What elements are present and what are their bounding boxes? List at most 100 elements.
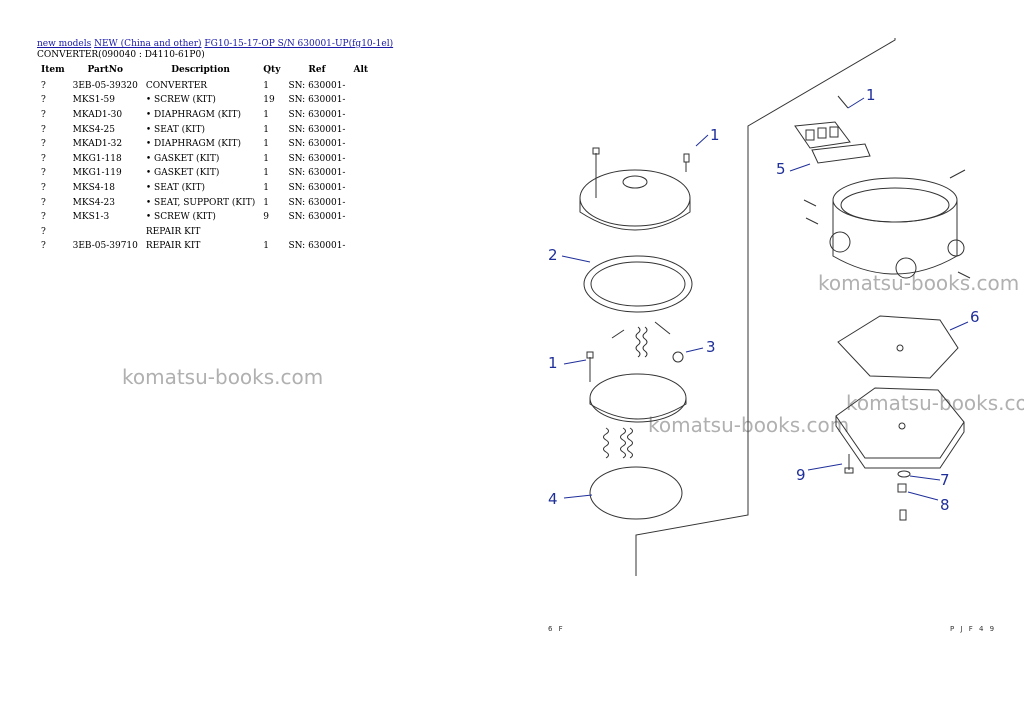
- breadcrumb: new models NEW (China and other) FG10-15…: [37, 39, 517, 50]
- table-cell-qty: 1: [263, 124, 269, 135]
- callout-1b: 1: [866, 86, 876, 104]
- table-cell-qty: 1: [263, 109, 269, 120]
- table-cell-ref: SN: 630001-: [288, 241, 346, 252]
- table-cell-ref: SN: 630001-: [288, 168, 346, 179]
- callout-5: 5: [776, 160, 786, 178]
- table-cell-desc: • DIAPHRAGM (KIT): [145, 109, 242, 120]
- callout-6: 6: [970, 308, 980, 326]
- table-cell-item: ?: [41, 241, 46, 252]
- parts-list-panel: new models NEW (China and other) FG10-15…: [37, 39, 517, 254]
- table-cell-desc: • GASKET (KIT): [145, 153, 220, 164]
- table-cell-item: ?: [41, 212, 46, 223]
- diaphragm-part: [586, 351, 687, 423]
- table-cell-alt: [349, 225, 372, 240]
- table-cell-item: ?: [41, 95, 46, 106]
- lower-spring-parts: [603, 427, 633, 459]
- table-cell-ref: SN: 630001-: [288, 95, 346, 106]
- lower-diaphragm-part: [589, 466, 683, 520]
- table-cell-alt: [349, 240, 372, 255]
- callout-4: 4: [548, 490, 558, 508]
- table-cell-alt: [349, 79, 372, 94]
- table-cell-qty: 9: [263, 212, 269, 223]
- table-cell-desc: REPAIR KIT: [145, 241, 201, 252]
- table-cell-desc: • SCREW (KIT): [145, 95, 216, 106]
- table-cell-alt: [349, 108, 372, 123]
- parts-table: Item PartNo Description Qty Ref Alt ? 3EB…: [37, 65, 372, 254]
- table-row: ?REPAIR KIT: [37, 225, 372, 240]
- breadcrumb-link-model[interactable]: FG10-15-17-OP S/N 630001-UP(fg10-1el): [204, 39, 394, 49]
- table-cell-item: ?: [41, 109, 46, 120]
- table-cell-qty: 1: [263, 182, 269, 193]
- table-cell-desc: CONVERTER: [145, 80, 208, 91]
- watermark-text: komatsu-books.com: [818, 271, 1020, 295]
- table-cell-ref: SN: 630001-: [288, 80, 346, 91]
- table-cell-item: ?: [41, 139, 46, 150]
- table-cell-desc: • DIAPHRAGM (KIT): [145, 139, 242, 150]
- header-alt: Alt: [353, 65, 369, 75]
- table-cell-item: ?: [41, 153, 46, 164]
- table-cell-desc: • SCREW (KIT): [145, 212, 216, 223]
- small-fittings: [844, 454, 911, 521]
- table-cell-part: MKS1-3: [72, 212, 110, 223]
- table-cell-alt: [349, 167, 372, 182]
- table-cell-desc: • SEAT, SUPPORT (KIT): [145, 197, 256, 208]
- table-cell-part: MKS4-18: [72, 182, 115, 193]
- table-cell-ref: SN: 630001-: [288, 109, 346, 120]
- table-cell-qty: [259, 225, 284, 240]
- breadcrumb-link-china[interactable]: NEW (China and other): [94, 39, 202, 49]
- table-cell-part: MKG1-119: [72, 168, 122, 179]
- header-partno: PartNo: [87, 65, 124, 75]
- watermark-text: komatsu-books.com: [648, 413, 850, 437]
- table-cell-desc: REPAIR KIT: [145, 226, 201, 237]
- table-cell-part: MKS4-23: [72, 197, 115, 208]
- table-cell-qty: 1: [263, 197, 269, 208]
- table-cell-part: 3EB-05-39320: [72, 80, 138, 91]
- table-cell-qty: 1: [263, 80, 269, 91]
- table-cell-part: MKAD1-30: [72, 109, 123, 120]
- callout-1a: 1: [710, 126, 720, 144]
- exploded-parts-diagram: 1 1 2 1 3 4 5 6 7 8 9: [548, 38, 980, 576]
- header-qty: Qty: [263, 65, 281, 75]
- callout-labels: 1 1 2 1 3 4 5 6 7 8 9: [548, 86, 980, 514]
- watermark-text: komatsu-books.com: [846, 391, 1024, 415]
- table-cell-alt: [349, 123, 372, 138]
- watermark-text: komatsu-books.com: [122, 365, 324, 389]
- converter-body: [794, 95, 971, 279]
- table-row: ? MKAD1-30 • DIAPHRAGM (KIT) 1 SN: 630001-: [37, 108, 372, 123]
- table-cell-alt: [349, 152, 372, 167]
- header-item: Item: [41, 65, 65, 75]
- callout-leaders: [561, 97, 969, 501]
- table-cell-ref: SN: 630001-: [288, 212, 346, 223]
- table-cell-item: ?: [41, 124, 46, 135]
- callout-8: 8: [940, 496, 950, 514]
- callout-3: 3: [706, 338, 716, 356]
- spring-parts: [611, 321, 684, 363]
- header-ref: Ref: [308, 65, 326, 75]
- table-cell-part: [69, 225, 142, 240]
- table-cell-part: MKAD1-32: [72, 139, 123, 150]
- section-title: CONVERTER(090040 : D4110-61P0): [37, 50, 205, 60]
- table-cell-qty: 19: [263, 95, 275, 106]
- callout-2: 2: [548, 246, 558, 264]
- table-header-row: Item PartNo Description Qty Ref Alt: [37, 65, 372, 79]
- table-cell-item: ?: [41, 182, 46, 193]
- callout-1c: 1: [548, 354, 558, 372]
- table-cell-qty: 1: [263, 168, 269, 179]
- table-cell-desc: • SEAT (KIT): [145, 124, 205, 135]
- table-cell-ref: SN: 630001-: [288, 139, 346, 150]
- table-cell-ref: SN: 630001-: [288, 153, 346, 164]
- table-cell-item: ?: [41, 197, 46, 208]
- diagram-footer-right: P J F 4 9: [950, 625, 997, 633]
- table-cell-qty: 1: [263, 153, 269, 164]
- table-row: ? MKS1-3 • SCREW (KIT) 9 SN: 630001-: [37, 210, 372, 225]
- table-cell-desc: • SEAT (KIT): [145, 182, 205, 193]
- top-cover: [579, 147, 691, 231]
- table-cell-qty: 1: [263, 241, 269, 252]
- breadcrumb-link-new-models[interactable]: new models: [37, 39, 92, 49]
- assembly-guide-line: [635, 38, 896, 576]
- table-cell-alt: [349, 137, 372, 152]
